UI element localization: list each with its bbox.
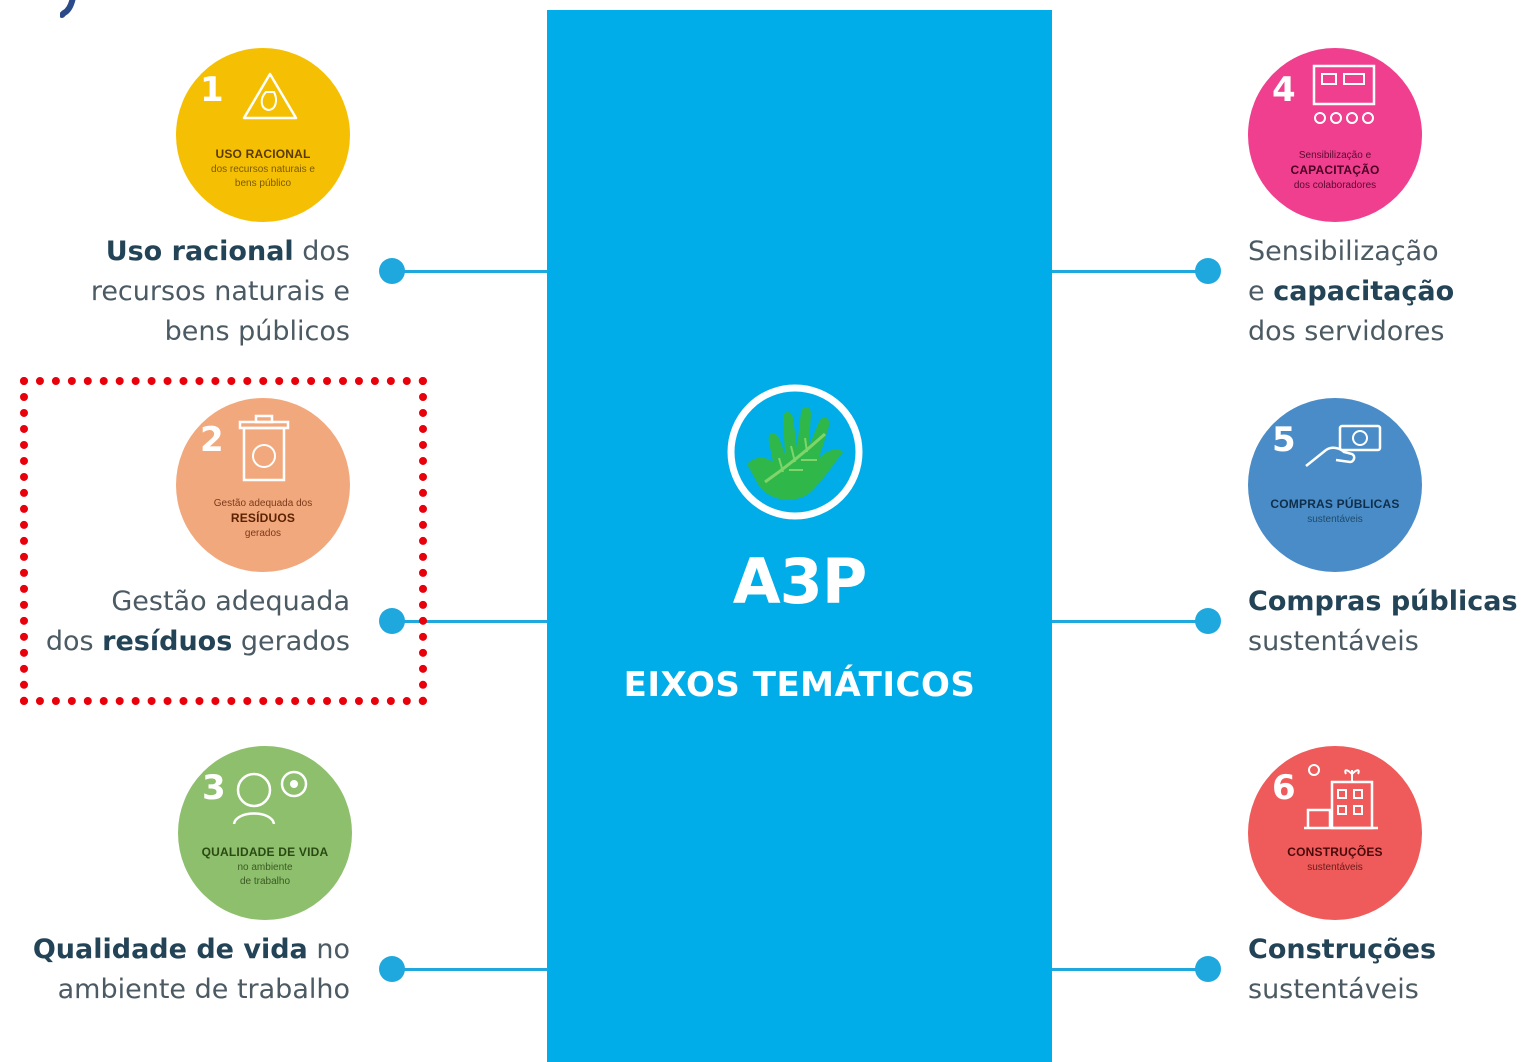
axis-4-number: 4 xyxy=(1272,70,1296,110)
recycle-icon xyxy=(242,72,298,120)
axis-4-label: Sensibilização e capacitação dos servido… xyxy=(1248,232,1454,352)
axis-4-badge-sub1: Sensibilização e xyxy=(1298,150,1372,161)
axis-5-number: 5 xyxy=(1272,420,1296,460)
axis-4-label-bold: capacitação xyxy=(1273,276,1455,307)
axis-3-badge: 3 QUALIDADE DE VIDA no ambiente de traba… xyxy=(178,746,352,920)
axis-6-label-bold: Construções xyxy=(1248,934,1437,965)
axis-2-badge-title: RESÍDUOS xyxy=(230,511,296,525)
axis-1-label-line1-rest: dos xyxy=(293,236,350,267)
trash-bin-icon xyxy=(238,414,290,482)
connector-line-2 xyxy=(392,620,548,623)
connector-line-1 xyxy=(392,270,548,273)
connector-dot-2 xyxy=(379,608,405,634)
axis-3-badge-sub2: de trabalho xyxy=(239,876,291,887)
axis-5-badge: 5 COMPRAS PÚBLICAS sustentáveis xyxy=(1248,398,1422,572)
axis-2-label-pre: dos xyxy=(45,626,103,657)
axis-1-badge-title: USO RACIONAL xyxy=(215,147,311,161)
axis-1-number: 1 xyxy=(200,70,224,110)
corner-fragment xyxy=(59,0,120,20)
axis-3-badge-title: QUALIDADE DE VIDA xyxy=(201,845,329,859)
training-board-icon xyxy=(1312,64,1376,124)
panel-title: EIXOS TEMÁTICOS xyxy=(623,665,976,705)
axis-6-badge: 6 CONSTRUÇÕES sustentáveis xyxy=(1248,746,1422,920)
axis-3-number: 3 xyxy=(202,768,226,808)
axis-2-number: 2 xyxy=(200,420,224,460)
connector-line-4 xyxy=(1052,270,1208,273)
highlight-box xyxy=(20,377,427,705)
axis-4-label-line3: dos servidores xyxy=(1248,316,1445,347)
a3p-logo-text: A3P xyxy=(732,545,868,618)
hand-money-icon xyxy=(1305,424,1382,467)
axis-6-label: Construções sustentáveis xyxy=(1248,930,1436,1010)
axis-2-label-bold: resíduos xyxy=(102,626,233,657)
connector-dot-5 xyxy=(1195,608,1221,634)
axis-2-label: Gestão adequada dos resíduos gerados xyxy=(46,582,350,662)
connector-dot-4 xyxy=(1195,258,1221,284)
axis-4-label-pre: e xyxy=(1248,276,1274,307)
axis-5-badge-title: COMPRAS PÚBLICAS xyxy=(1270,497,1400,511)
axis-2-label-post: gerados xyxy=(232,626,350,657)
axis-3-label-bold: Qualidade de vida xyxy=(32,934,308,965)
axis-1-label-line2: recursos naturais e xyxy=(90,276,350,307)
axis-1-badge-sub2: bens público xyxy=(234,178,292,189)
connector-dot-3 xyxy=(379,956,405,982)
axis-2-badge: 2 Gestão adequada dos RESÍDUOS gerados xyxy=(176,398,350,572)
connector-line-5 xyxy=(1052,620,1208,623)
axis-5-label: Compras públicas sustentáveis xyxy=(1248,582,1518,662)
connector-dot-6 xyxy=(1195,956,1221,982)
connector-line-6 xyxy=(1052,968,1208,971)
axis-5-label-line2: sustentáveis xyxy=(1248,626,1419,657)
axis-4-badge: 4 Sensibilização e CAPACITAÇÃO dos colab… xyxy=(1248,48,1422,222)
building-icon xyxy=(1304,764,1378,830)
axis-6-badge-title: CONSTRUÇÕES xyxy=(1287,845,1383,859)
connector-line-3 xyxy=(392,968,548,971)
center-panel: A3P EIXOS TEMÁTICOS xyxy=(547,10,1052,1062)
axis-3-label-line1-rest: no xyxy=(307,934,350,965)
axis-4-label-line1: Sensibilização xyxy=(1248,236,1439,267)
axis-1-label-bold: Uso racional xyxy=(105,236,294,267)
axis-5-badge-sub1: sustentáveis xyxy=(1307,514,1363,525)
axis-4-badge-sub2: dos colaboradores xyxy=(1293,180,1377,191)
axis-3-badge-sub1: no ambiente xyxy=(237,862,293,873)
axis-2-label-line1: Gestão adequada xyxy=(111,586,350,617)
axis-3-label: Qualidade de vida no ambiente de trabalh… xyxy=(33,930,350,1010)
axis-4-badge-title: CAPACITAÇÃO xyxy=(1290,163,1380,177)
axis-1-badge: 1 USO RACIONAL dos recursos naturais e b… xyxy=(176,48,350,222)
axis-6-label-line2: sustentáveis xyxy=(1248,974,1419,1005)
a3p-hand-leaf-icon xyxy=(727,384,863,520)
axis-6-number: 6 xyxy=(1272,768,1296,808)
axis-6-badge-sub1: sustentáveis xyxy=(1307,862,1363,873)
axis-1-label-line3: bens públicos xyxy=(164,316,350,347)
connector-dot-1 xyxy=(379,258,405,284)
axis-2-badge-sub2: gerados xyxy=(244,528,282,539)
axis-2-badge-sub1: Gestão adequada dos xyxy=(213,498,313,509)
axis-1-label: Uso racional dos recursos naturais e ben… xyxy=(91,232,350,352)
axis-1-badge-sub1: dos recursos naturais e xyxy=(211,164,315,175)
person-chat-icon xyxy=(232,770,308,825)
axis-3-label-line2: ambiente de trabalho xyxy=(57,974,350,1005)
axis-5-label-bold: Compras públicas xyxy=(1248,586,1518,617)
corner-fragment-shape xyxy=(59,0,76,18)
